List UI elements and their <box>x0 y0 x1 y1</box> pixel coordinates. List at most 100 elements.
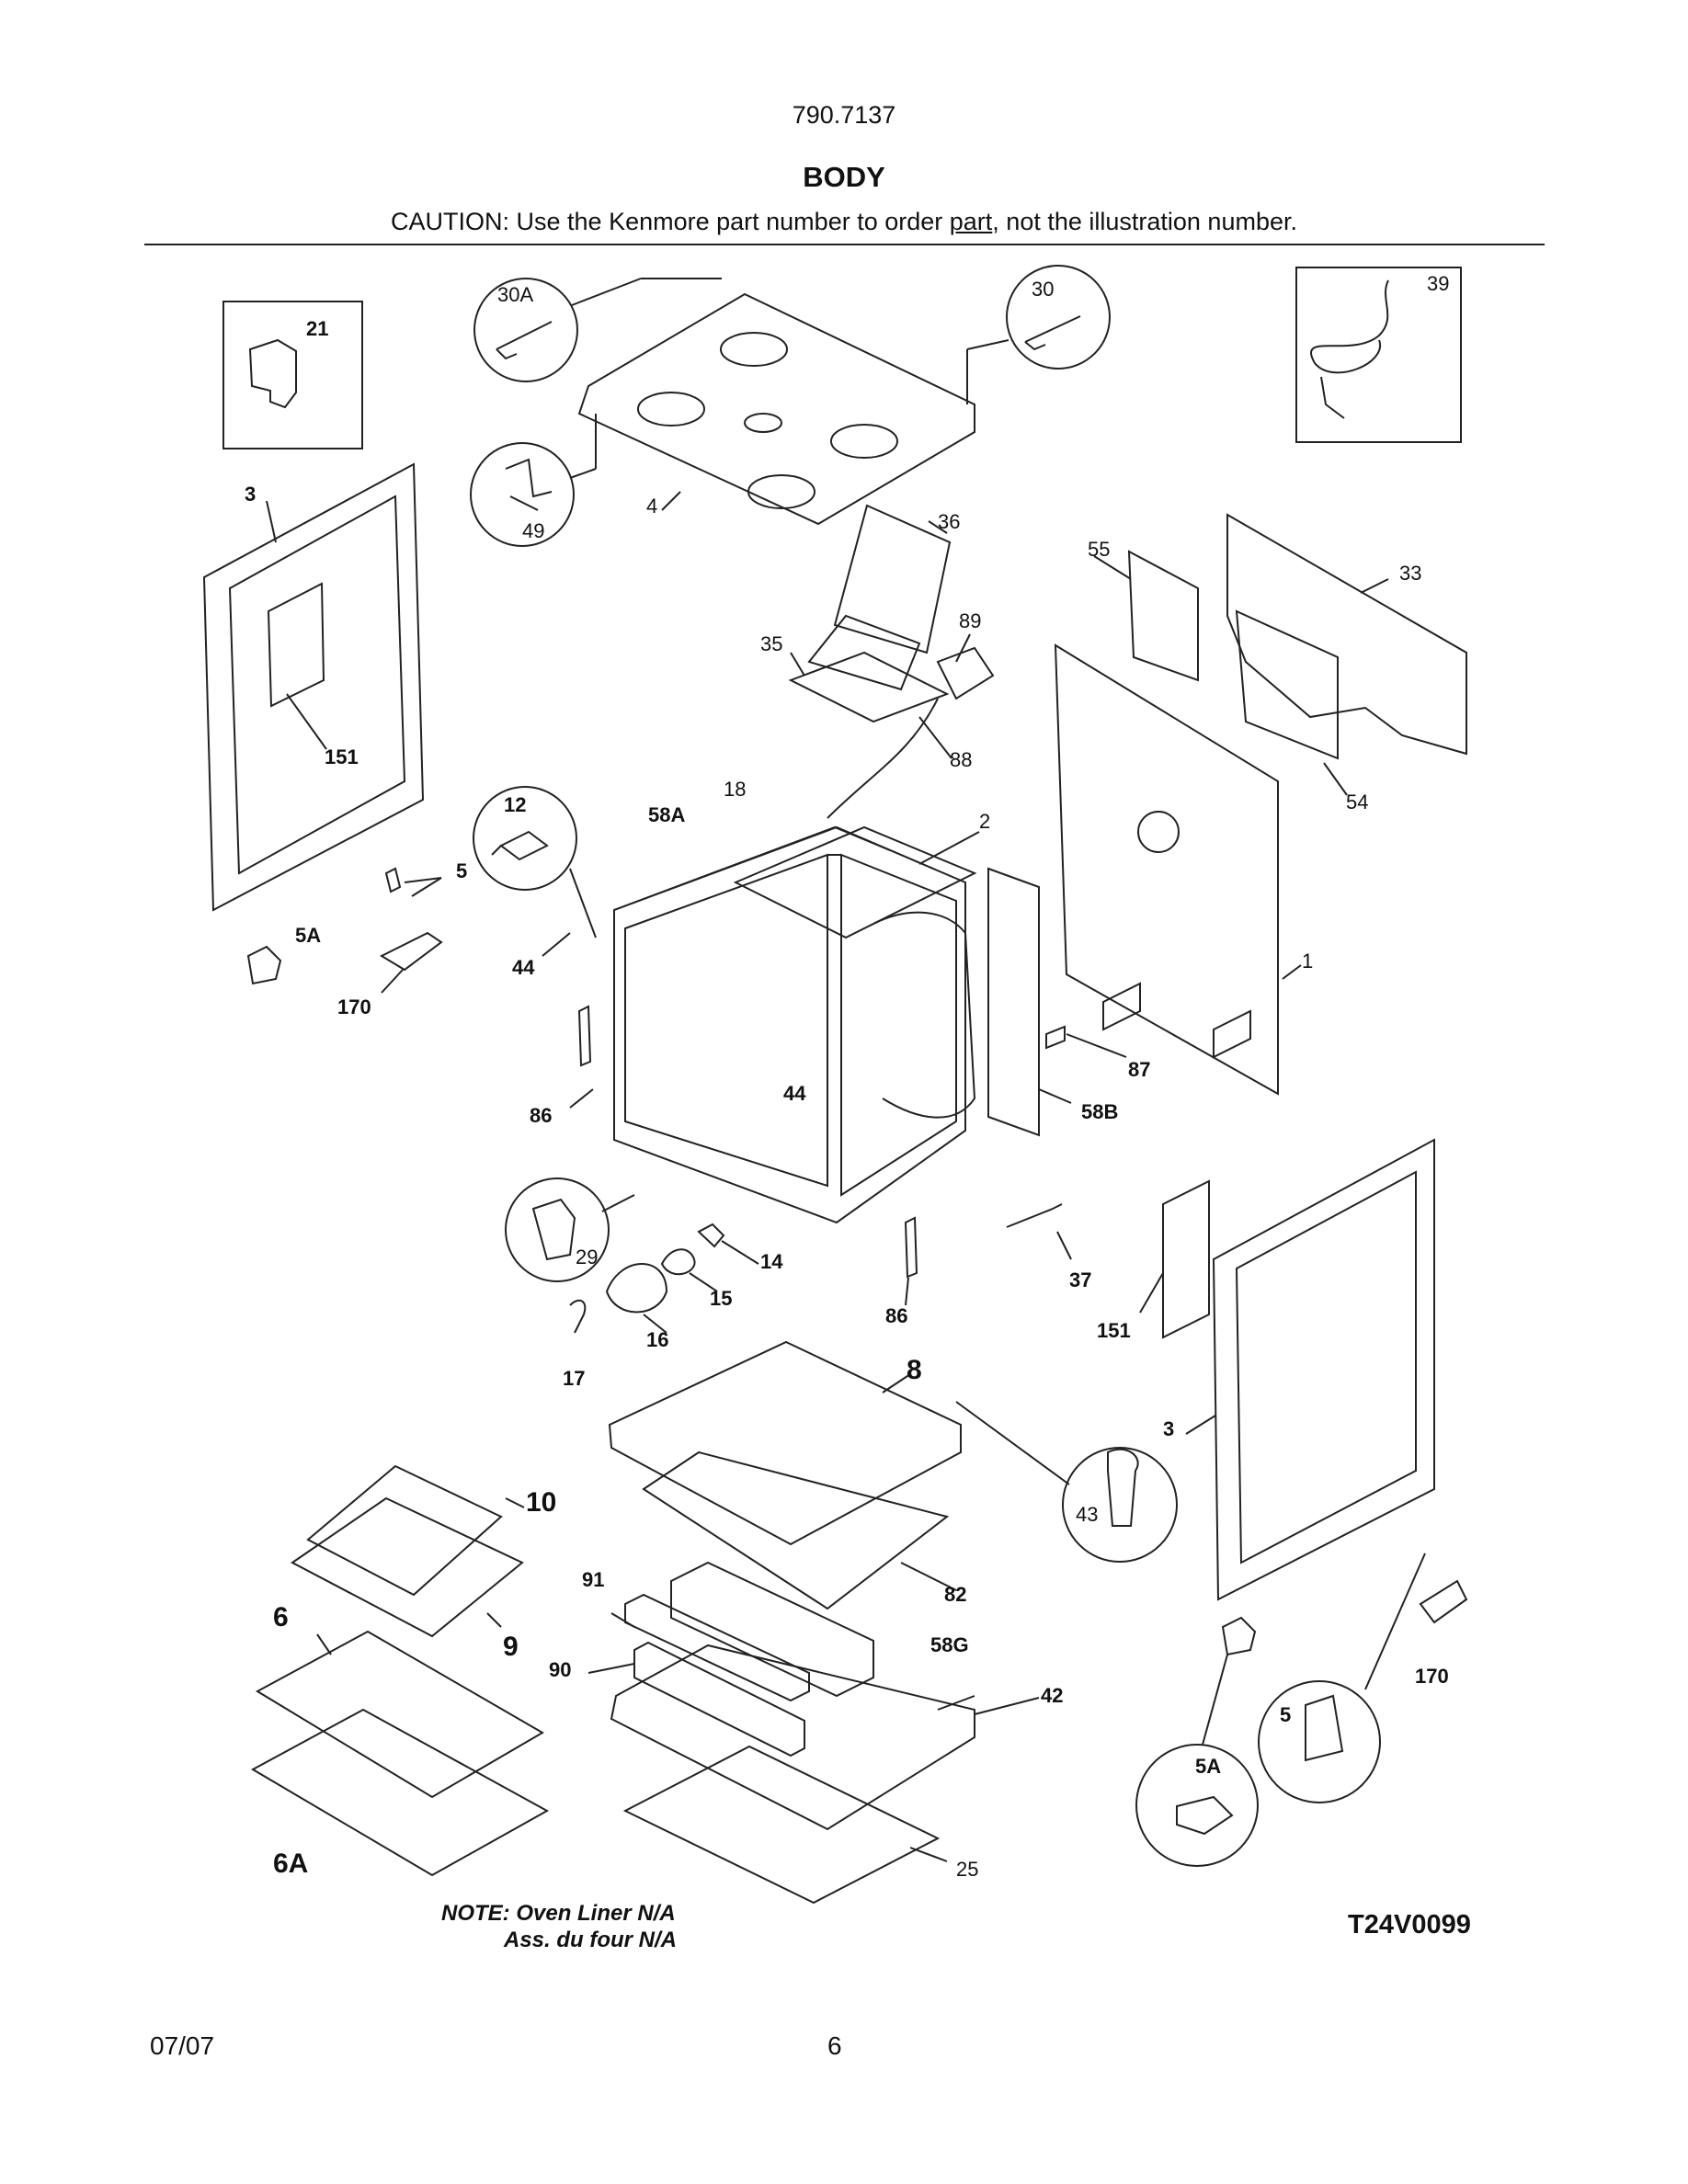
oven-liner <box>613 825 966 1224</box>
callout-16: 16 <box>646 1328 668 1351</box>
callout-151-left: 151 <box>325 745 359 768</box>
callout-2: 2 <box>979 810 990 833</box>
callout-58B: 58B <box>1081 1100 1118 1123</box>
part-35-vent-base <box>788 651 950 723</box>
callout-89: 89 <box>959 609 981 632</box>
part-82-bottom-plate <box>642 1450 950 1610</box>
callout-88: 88 <box>950 748 972 771</box>
inset-box-39 <box>1295 267 1462 443</box>
callout-5A-right: 5A <box>1195 1755 1221 1778</box>
callout-37: 37 <box>1069 1268 1091 1291</box>
callout-39: 39 <box>1427 272 1449 295</box>
part-151-right-bracket <box>1162 1179 1210 1339</box>
part-151-left-bracket <box>267 582 325 708</box>
detail-circle-30A <box>473 278 578 382</box>
callout-21: 21 <box>306 317 328 340</box>
callout-3-right: 3 <box>1163 1417 1174 1440</box>
section-title: BODY <box>803 161 885 193</box>
detail-circle-49 <box>470 442 575 547</box>
part-3-left-door <box>202 462 425 912</box>
callout-25: 25 <box>956 1858 978 1881</box>
callout-33: 33 <box>1399 562 1421 585</box>
callout-55: 55 <box>1088 538 1110 561</box>
page-number: 6 <box>827 2031 842 2060</box>
callout-30: 30 <box>1032 278 1054 301</box>
callout-18: 18 <box>724 778 746 801</box>
part-86-left-bracket <box>577 1005 592 1067</box>
part-58A-insulation <box>613 825 891 911</box>
callout-30A: 30A <box>497 283 533 306</box>
detail-circle-30 <box>1006 265 1111 370</box>
model-number: 790.7137 <box>792 101 896 129</box>
callout-43: 43 <box>1076 1503 1098 1526</box>
part-4-top-panel <box>577 292 975 526</box>
callout-35: 35 <box>760 632 782 655</box>
detail-circle-5A <box>1135 1744 1259 1867</box>
part-5A-left-leg <box>246 945 282 985</box>
callout-170-right: 170 <box>1415 1665 1449 1688</box>
callout-12: 12 <box>504 793 526 816</box>
part-3-right-door <box>1212 1138 1435 1601</box>
part-58G-support <box>670 1561 874 1698</box>
callout-8: 8 <box>907 1355 922 1385</box>
callout-82: 82 <box>944 1583 966 1606</box>
part-54-panel <box>1235 609 1339 760</box>
part-170-left-bracket <box>379 931 443 972</box>
callout-5-left: 5 <box>456 859 467 882</box>
callout-86-right: 86 <box>885 1304 907 1327</box>
detail-circle-43 <box>1062 1447 1178 1563</box>
callout-54: 54 <box>1346 791 1368 813</box>
header-divider <box>144 244 1545 245</box>
part-2-top-shield <box>733 825 977 939</box>
part-1-back-wall <box>1054 643 1279 1096</box>
callout-3-left: 3 <box>245 483 256 506</box>
part-90-support <box>633 1641 805 1757</box>
callout-15: 15 <box>710 1287 732 1310</box>
callout-36: 36 <box>938 510 960 533</box>
figure-id: T24V0099 <box>1348 1910 1471 1939</box>
part-88-wire <box>827 698 939 819</box>
callout-87: 87 <box>1128 1058 1150 1081</box>
part-33-back-cover <box>1226 513 1467 756</box>
callout-58G: 58G <box>930 1633 969 1656</box>
callout-49: 49 <box>522 519 544 542</box>
detail-circle-5 <box>1258 1680 1381 1803</box>
part-87-bracket <box>1045 1025 1066 1050</box>
part-21-clip <box>248 338 297 409</box>
callout-42: 42 <box>1041 1684 1063 1707</box>
callout-10: 10 <box>526 1487 556 1518</box>
part-9-broil-pan <box>291 1496 524 1638</box>
part-55-cover <box>1127 550 1199 682</box>
part-5A-right-leg <box>1221 1616 1257 1656</box>
part-25-drawer-panel <box>622 1745 941 1905</box>
callout-90: 90 <box>549 1658 571 1681</box>
callout-6: 6 <box>273 1602 289 1632</box>
callout-14: 14 <box>760 1250 783 1273</box>
part-37-sensor <box>1006 1203 1063 1228</box>
part-39-power-cord <box>1310 279 1389 419</box>
part-17-clip <box>569 1299 587 1334</box>
callout-91: 91 <box>582 1568 604 1591</box>
callout-17: 17 <box>563 1367 585 1390</box>
callout-6A: 6A <box>273 1848 308 1879</box>
callout-44-upper: 44 <box>512 956 535 979</box>
callout-44-lower: 44 <box>783 1082 806 1105</box>
part-8-bottom-panel <box>608 1340 962 1546</box>
caution-text: CAUTION: Use the Kenmore part number to … <box>391 208 1297 235</box>
callout-9: 9 <box>503 1632 519 1662</box>
part-58B-insulation <box>987 867 1040 1137</box>
callout-1: 1 <box>1302 950 1313 973</box>
part-42-drawer-frame <box>610 1644 975 1831</box>
detail-circle-29 <box>505 1177 610 1282</box>
callout-86-left: 86 <box>530 1104 552 1127</box>
callout-5-right: 5 <box>1280 1703 1291 1726</box>
callout-58A: 58A <box>648 803 685 826</box>
note-line-2: Ass. du four N/A <box>504 1928 678 1952</box>
callout-4: 4 <box>646 495 657 518</box>
part-14-lamp-socket <box>697 1223 725 1248</box>
part-15-bulb <box>660 1248 696 1276</box>
callout-5A-left: 5A <box>295 924 321 947</box>
callout-170-left: 170 <box>337 995 371 1018</box>
footer-date: 07/07 <box>150 2031 215 2060</box>
